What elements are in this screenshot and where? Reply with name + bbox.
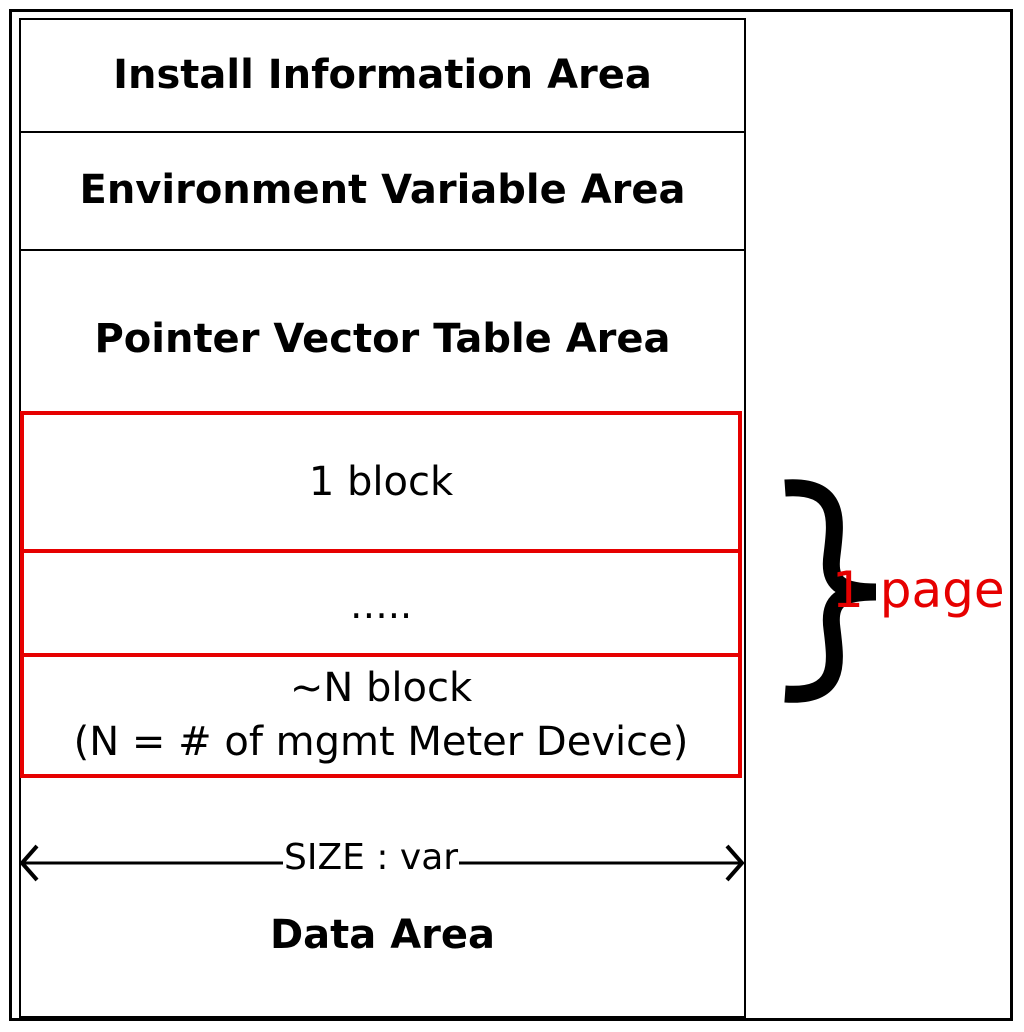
pointer-vector-table-area-label: Pointer Vector Table Area: [94, 316, 671, 362]
data-area-label: Data Area: [269, 912, 496, 958]
last-block-count-note: (N = # of mgmt Meter Device): [73, 719, 689, 765]
install-information-area-label: Install Information Area: [113, 52, 652, 98]
first-block-label: 1 block: [308, 459, 454, 505]
size-label: SIZE : var: [283, 836, 460, 880]
page-label: 1 page: [832, 561, 1005, 619]
environment-variable-area-label: Environment Variable Area: [79, 167, 686, 213]
outer-frame: [9, 9, 1013, 1021]
size-arrow-left-head: [19, 844, 39, 882]
last-block-label: ~N block: [289, 665, 473, 711]
last-block-box: [20, 653, 742, 778]
middle-blocks-ellipsis: …..: [349, 583, 413, 627]
page-brace: [784, 479, 877, 703]
divider-env-pointer: [19, 249, 746, 251]
divider-install-env: [19, 131, 746, 133]
size-arrow-right-head: [725, 844, 745, 882]
